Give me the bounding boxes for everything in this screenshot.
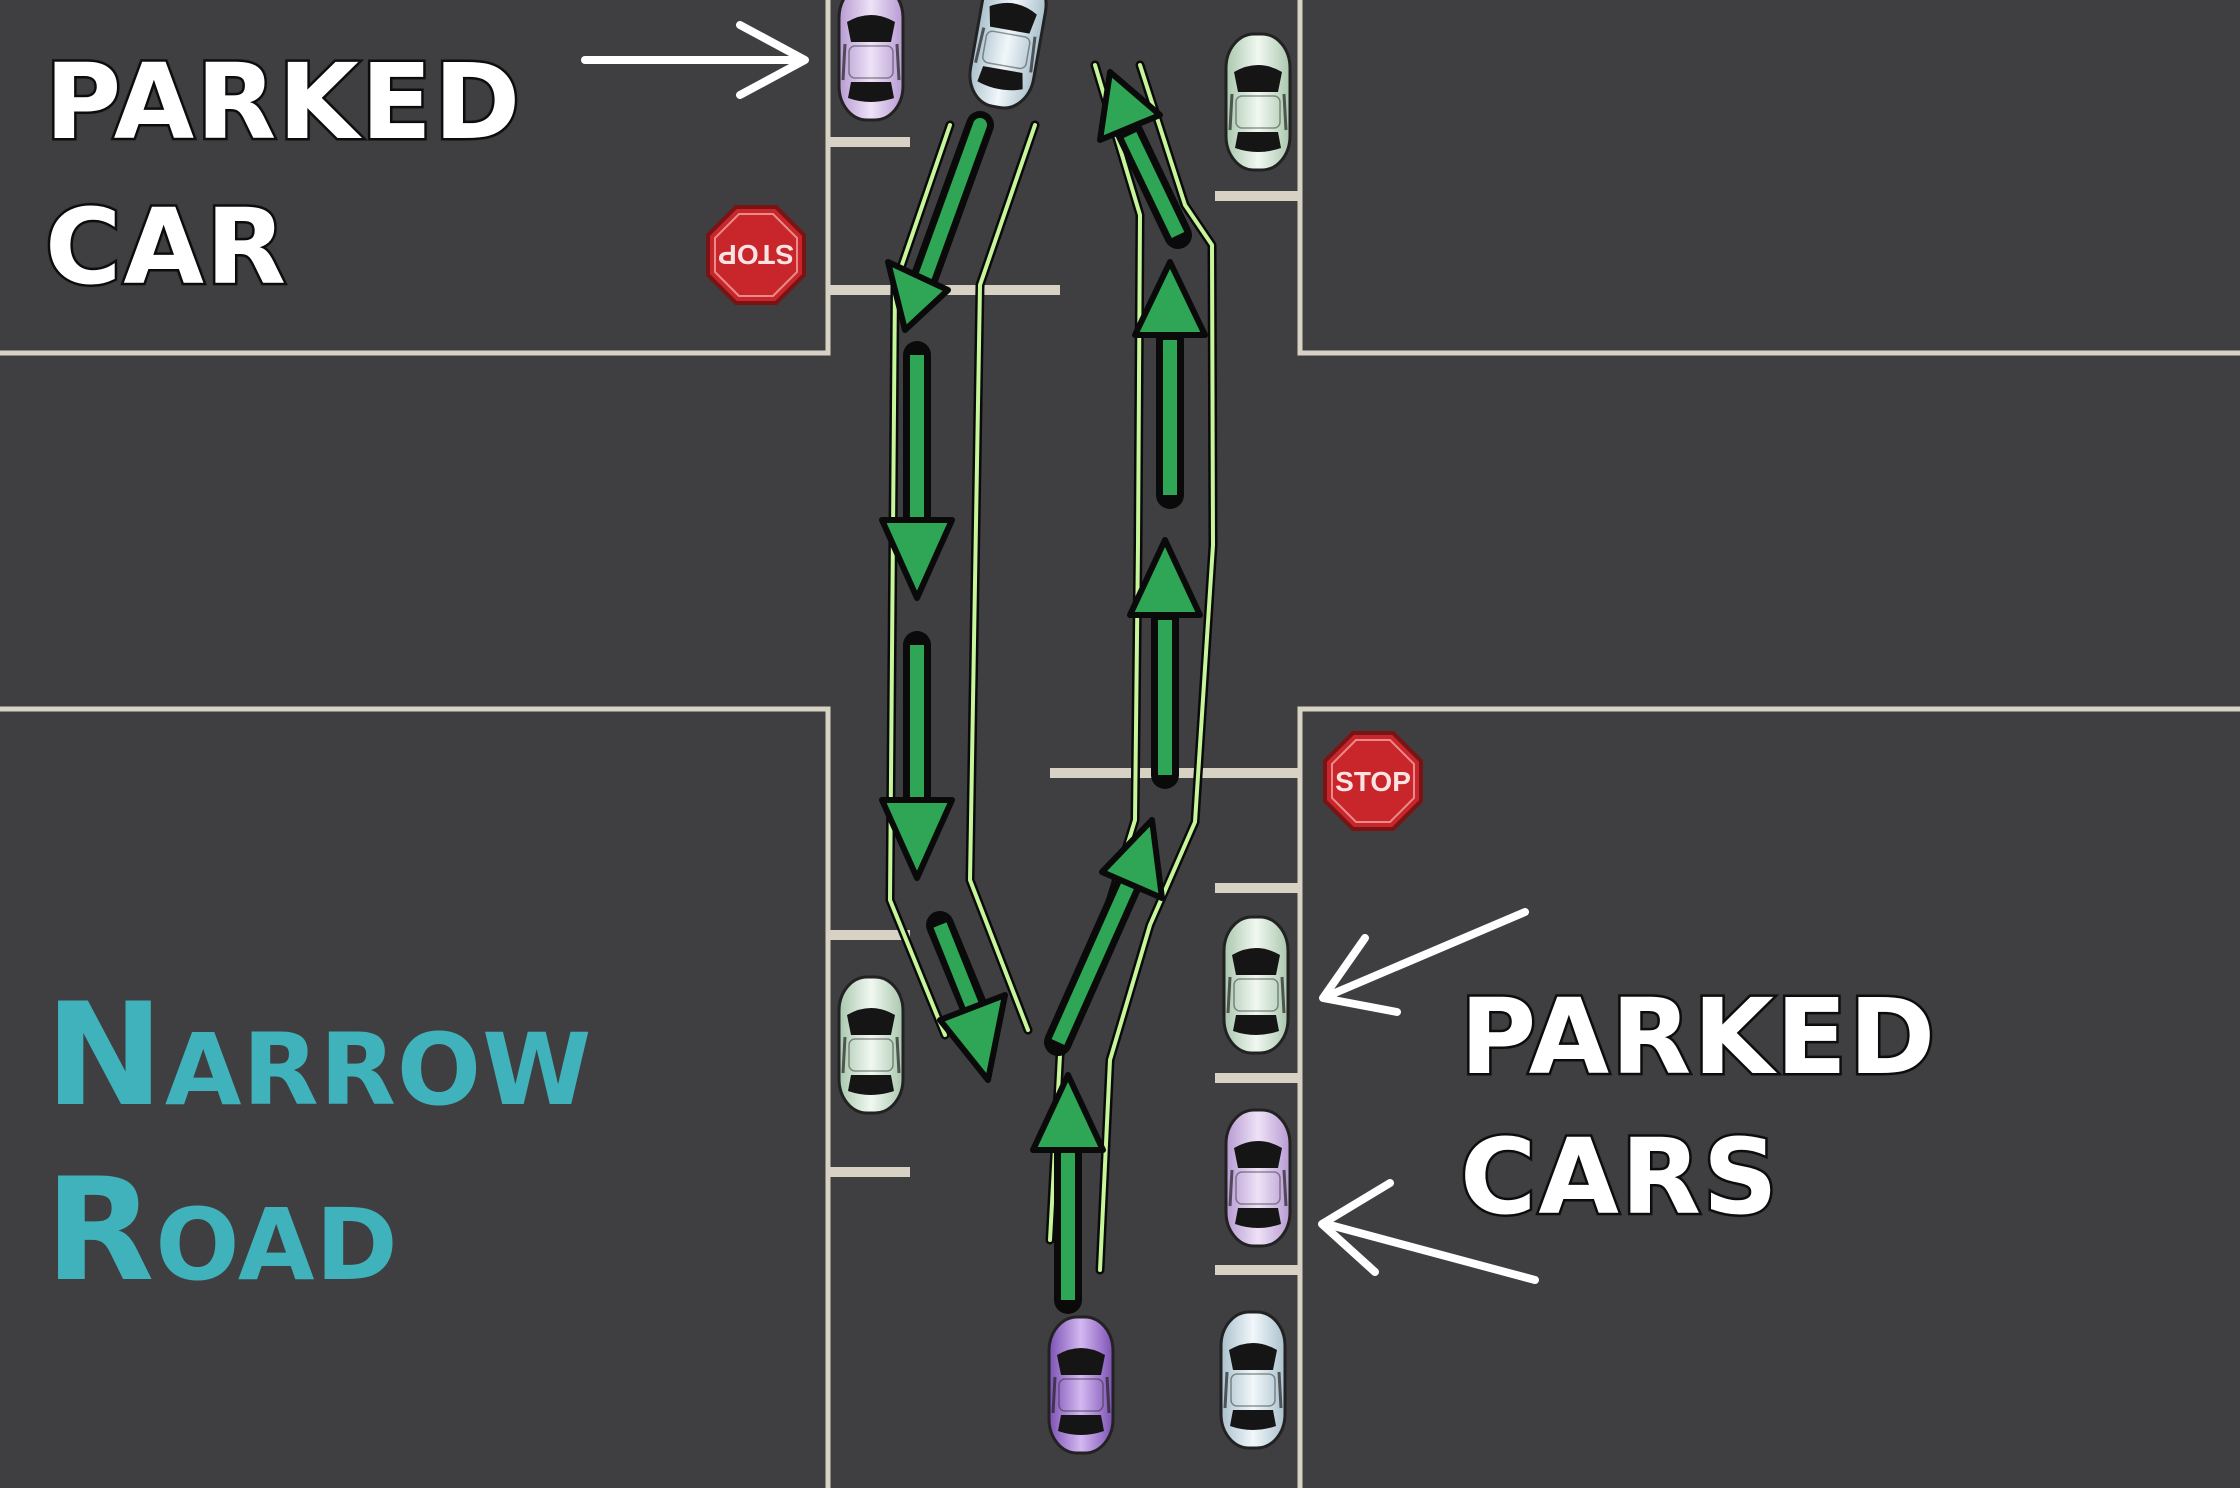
parked-car-right-3 — [1219, 1310, 1287, 1450]
parked-car-top-left — [837, 0, 905, 122]
narrow-road-title-line2: Road — [45, 1148, 399, 1313]
up-arrow — [1097, 69, 1192, 249]
parked-car-label-line2: CAR — [43, 186, 289, 308]
stop-sign-bottom-text: STOP — [1335, 766, 1411, 797]
down-arrow — [885, 111, 994, 333]
parked-car-right-2 — [1224, 1108, 1292, 1248]
route-arrows — [879, 69, 1208, 1314]
up-arrow — [1127, 537, 1203, 789]
narrow-road-title-line1: Narrow — [45, 973, 593, 1138]
parked-car-label-line1: PARKED — [42, 41, 523, 163]
stop-sign-top-text: STOP — [718, 239, 794, 270]
parked-car-right-1 — [1222, 915, 1290, 1055]
stop-sign-bottom: STOP — [1323, 731, 1423, 831]
pointer-arrow-top — [581, 21, 809, 99]
pointer-arrows — [581, 21, 1539, 1284]
pointer-arrow-right-2 — [1318, 1179, 1539, 1284]
up-arrow — [1030, 1072, 1106, 1314]
moving-car-purple — [1047, 1315, 1115, 1455]
down-arrow — [879, 341, 955, 601]
down-arrow — [926, 911, 1008, 1083]
car-top-light-blue — [963, 0, 1053, 115]
stop-sign-top: STOP — [706, 205, 806, 305]
parked-cars-label-line1: PARKED — [1457, 976, 1938, 1098]
pointer-arrow-right-1 — [1319, 908, 1529, 1016]
up-arrow — [1044, 817, 1165, 1056]
route-outlines — [885, 60, 1218, 1275]
parked-car-top-right — [1224, 32, 1292, 172]
up-arrow — [1132, 259, 1208, 509]
parked-car-left — [837, 975, 905, 1115]
down-arrow — [879, 631, 955, 881]
parked-cars-label-line2: CARS — [1458, 1116, 1781, 1238]
